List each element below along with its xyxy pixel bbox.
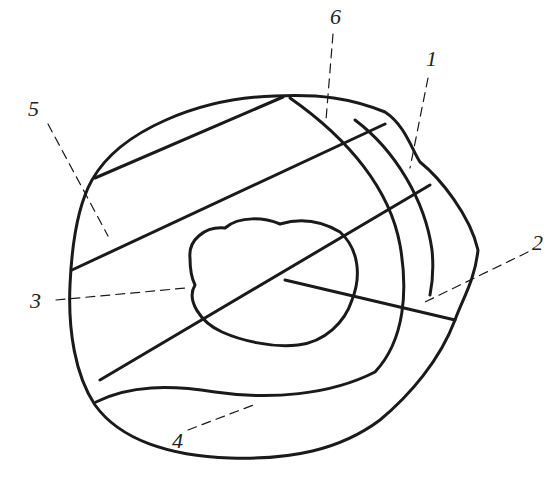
callout-number: 5 xyxy=(28,98,39,120)
band-line xyxy=(95,97,283,178)
callout-number: 1 xyxy=(426,48,437,70)
leader-line xyxy=(188,404,256,430)
leader-line xyxy=(48,124,108,236)
callout-number: 4 xyxy=(172,430,183,452)
leader-line xyxy=(326,34,333,120)
callout-number: 2 xyxy=(532,232,543,254)
leader-line xyxy=(410,78,428,168)
outer-contour xyxy=(70,96,478,459)
short-arc xyxy=(355,120,433,295)
callout-number: 3 xyxy=(30,290,41,312)
leader-line xyxy=(56,288,186,300)
leader-line xyxy=(425,252,528,302)
band-line xyxy=(100,185,430,380)
band-line xyxy=(72,124,385,270)
callout-number: 6 xyxy=(330,6,341,28)
inner-region xyxy=(190,219,358,346)
boundary-curve xyxy=(96,98,404,402)
